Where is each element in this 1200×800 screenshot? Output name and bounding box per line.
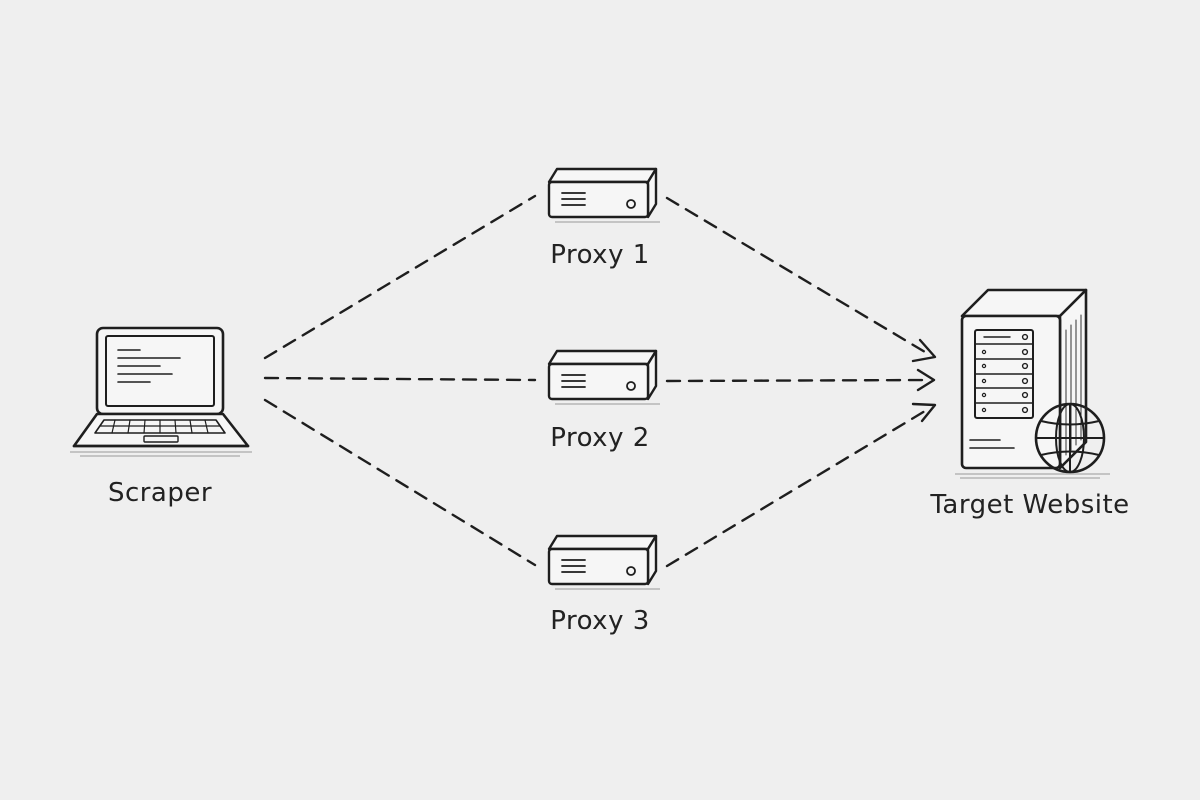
edge-scraper-proxy3 (263, 398, 537, 567)
proxy-server-icon-1 (547, 167, 660, 223)
connectors (263, 194, 937, 568)
arrowhead-proxy2-target (916, 368, 936, 392)
arrowhead-proxy1-target (911, 338, 937, 363)
proxy-3-label: Proxy 3 (550, 606, 650, 636)
edge-scraper-proxy2 (263, 376, 537, 382)
web-server-globe-icon (955, 288, 1110, 479)
proxy-server-icon-3 (547, 534, 660, 590)
target-website-label: Target Website (930, 490, 1130, 520)
edge-scraper-proxy1 (263, 194, 537, 360)
edge-proxy1-target (665, 196, 932, 357)
arrowhead-proxy3-target (911, 402, 937, 423)
proxy-2-label: Proxy 2 (550, 423, 650, 453)
proxy-1-label: Proxy 1 (550, 240, 650, 270)
edge-proxy3-target (665, 406, 932, 568)
proxy-server-icon-2 (547, 349, 660, 405)
scraper-label: Scraper (107, 478, 213, 508)
laptop-icon (70, 326, 252, 457)
edge-proxy2-target (665, 378, 932, 383)
